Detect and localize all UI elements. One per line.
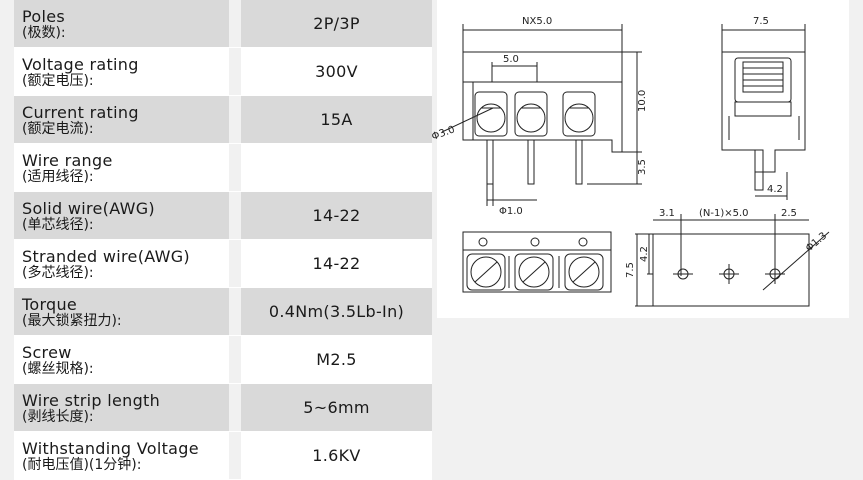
spec-table: Poles(极数): 2P/3P Voltage rating(额定电压): 3… [14,0,432,480]
spec-value: 0.4Nm(3.5Lb-In) [241,288,432,335]
dim-pin: 3.5 [637,159,648,175]
dim-height: 10.0 [637,90,648,112]
spec-row-wire-range: Wire range(适用线径): [14,144,432,192]
spec-label-en: Stranded wire(AWG) [22,246,190,266]
spec-label-cn: (适用线径): [22,168,94,185]
spec-label-cn: (最大锁紧扭力): [22,312,122,329]
spec-row-voltage-rating: Voltage rating(额定电压): 300V [14,48,432,96]
spec-label-cn: (耐电压值)(1分钟): [22,456,142,473]
dim-nx: NX5.0 [522,16,552,27]
spec-label-en: Solid wire(AWG) [22,198,155,218]
spec-value: M2.5 [241,336,432,383]
dim-tail: 4.2 [767,184,783,195]
spec-label-en: Withstanding Voltage [22,438,199,458]
dimension-drawing: NX5.0 5.0 10.0 3.5 Φ3.0 Φ1.0 7.5 4.2 3.1… [430,0,849,318]
spec-value: 1.6KV [241,432,432,479]
spec-row-screw: Screw(螺丝规格): M2.5 [14,336,432,384]
spec-label-en: Torque [22,294,78,314]
spec-row-stranded-wire: Stranded wire(AWG)(多芯线径): 14-22 [14,240,432,288]
spec-row-withstanding-voltage: Withstanding Voltage(耐电压值)(1分钟): 1.6KV [14,432,432,480]
spec-row-poles: Poles(极数): 2P/3P [14,0,432,48]
spec-row-torque: Torque(最大锁紧扭力): 0.4Nm(3.5Lb-In) [14,288,432,336]
dim-bottom-right: 2.5 [781,208,797,219]
spec-label-en: Wire range [22,150,113,170]
spec-label-cn: (额定电流): [22,120,94,137]
spec-label-en: Voltage rating [22,54,139,74]
spec-value: 2P/3P [241,0,432,47]
spec-label-cn: (极数): [22,24,66,41]
dim-bottom-pitch: (N-1)×5.0 [699,208,749,219]
spec-label-en: Screw [22,342,72,362]
spec-row-strip-length: Wire strip length(剥线长度): 5~6mm [14,384,432,432]
spec-value [241,144,432,191]
spec-value: 300V [241,48,432,95]
spec-row-current-rating: Current rating(额定电流): 15A [14,96,432,144]
spec-row-solid-wire: Solid wire(AWG)(单芯线径): 14-22 [14,192,432,240]
spec-label-cn: (单芯线径): [22,216,94,233]
dim-bottom-h2: 7.5 [625,262,636,278]
dim-bottom-h1: 4.2 [639,246,650,262]
dim-bottom-left: 3.1 [659,208,675,219]
spec-label-cn: (剥线长度): [22,408,94,425]
spec-label-en: Current rating [22,102,139,122]
spec-value: 15A [241,96,432,143]
dim-pin-diameter: Φ1.0 [499,206,523,217]
spec-label-en: Poles [22,6,65,26]
spec-value: 14-22 [241,192,432,239]
top-view [462,231,612,293]
spec-label-en: Wire strip length [22,390,161,410]
spec-value: 14-22 [241,240,432,287]
spec-value: 5~6mm [241,384,432,431]
spec-label-cn: (多芯线径): [22,264,94,281]
dim-hole: Φ3.0 [430,124,456,142]
pcb-footprint [635,214,830,307]
dim-depth: 7.5 [753,16,769,27]
side-view [721,24,806,200]
dim-pitch: 5.0 [503,54,519,65]
terminal-block-drawing: NX5.0 5.0 10.0 3.5 Φ3.0 Φ1.0 7.5 4.2 3.1… [430,16,830,307]
spec-label-cn: (螺丝规格): [22,360,94,377]
front-view [441,24,642,206]
spec-label-cn: (额定电压): [22,72,94,89]
